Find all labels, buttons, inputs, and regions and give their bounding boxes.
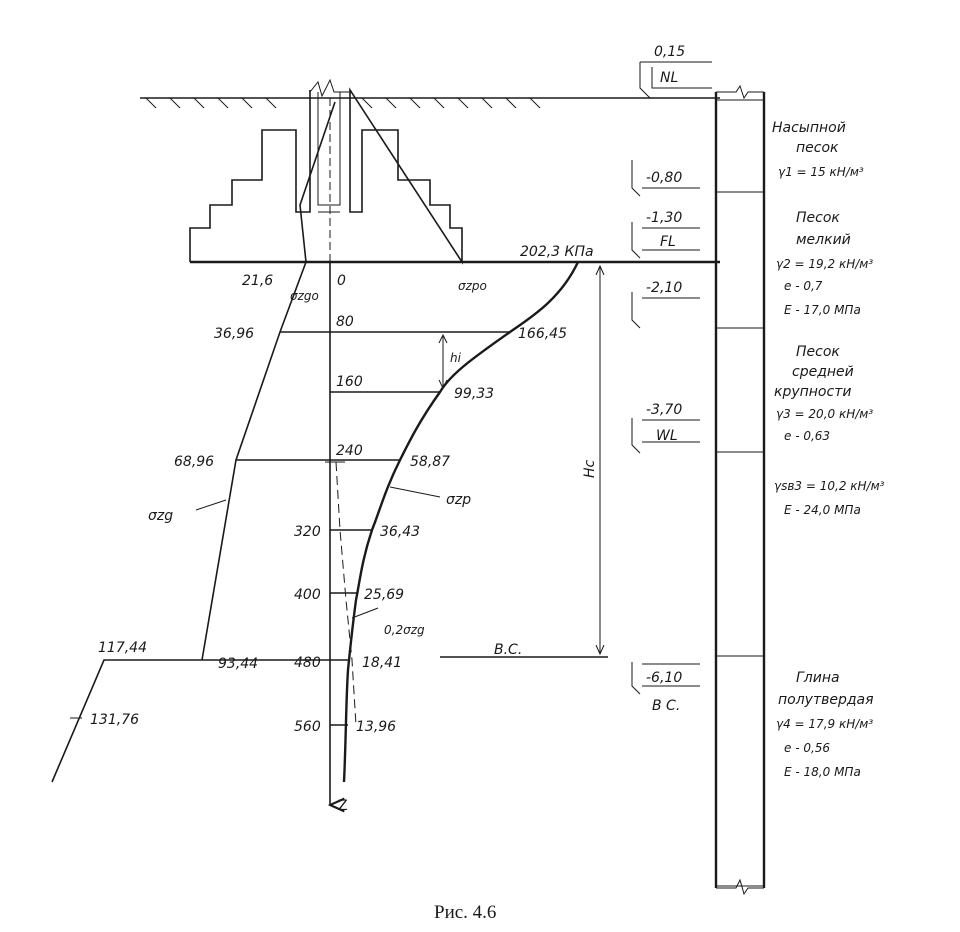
layer-text: e - 0,63 xyxy=(784,429,830,443)
layer-text: E - 17,0 МПа xyxy=(784,303,861,317)
layer-text: песок xyxy=(796,140,839,156)
layer-text: γsв3 = 10,2 кН/м³ xyxy=(774,479,885,493)
layer-text: γ4 = 17,9 кН/м³ xyxy=(776,717,873,731)
elevation-fl-tag: FL xyxy=(660,234,676,250)
layer-clay: Глина полутвердая γ4 = 17,9 кН/м³ e - 0,… xyxy=(776,670,874,779)
layer-text: мелкий xyxy=(796,232,851,248)
layer-text: γ1 = 15 кН/м³ xyxy=(778,165,864,179)
elevation-wl-tag: WL xyxy=(656,428,678,444)
depth-lines xyxy=(202,331,608,726)
zp-value: 25,69 xyxy=(364,587,404,603)
layer-text: полутвердая xyxy=(778,692,874,708)
ground-surface xyxy=(140,97,720,109)
layer-text: Песок xyxy=(796,210,840,226)
zp-value: 36,43 xyxy=(380,524,420,540)
elevation-value: -1,30 xyxy=(646,210,682,226)
axis-z-label: Z xyxy=(338,798,348,814)
depth-label: 80 xyxy=(336,314,354,330)
layer-text: Насыпной xyxy=(772,120,846,136)
zg-value: 68,96 xyxy=(174,454,214,470)
zero-label: 0 xyxy=(337,273,346,289)
hc-dimension xyxy=(595,264,605,656)
depth-label: 240 xyxy=(336,443,363,459)
zg-value: 93,44 xyxy=(218,656,258,672)
depth-label: 560 xyxy=(294,719,321,735)
zp-value: 58,87 xyxy=(410,454,450,470)
soil-layer-descriptions: Насыпной песок γ1 = 15 кН/м³ Песок мелки… xyxy=(772,120,885,779)
zp-value: 18,41 xyxy=(362,655,402,671)
depth-labels: 80 160 240 320 400 480 560 xyxy=(294,314,363,735)
layer-text: E - 18,0 МПа xyxy=(784,765,861,779)
layer-saturated-sand: γsв3 = 10,2 кН/м³ E - 24,0 МПа xyxy=(774,479,885,517)
layer-fill-sand: Насыпной песок γ1 = 15 кН/м³ xyxy=(772,120,864,179)
zg-value-labels: 36,96 68,96 117,44 93,44 131,76 xyxy=(70,326,258,728)
depth-label: 320 xyxy=(294,524,321,540)
elevation-value: -0,80 xyxy=(646,170,682,186)
diagram-labels: 202,3 КПа 21,6 0 σzgo σzpo σzg σzp 0,2σz… xyxy=(148,244,598,814)
layer-text: γ3 = 20,0 кН/м³ xyxy=(776,407,873,421)
stepped-foundation xyxy=(189,78,720,265)
hi-label: hi xyxy=(450,351,462,365)
elevation-bc-tag: B C. xyxy=(652,698,680,714)
zg-top-value: 21,6 xyxy=(242,273,273,289)
elevation-nl-tag: NL xyxy=(660,70,678,86)
hc-label: Hc xyxy=(582,459,598,478)
layer-text: γ2 = 19,2 кН/м³ xyxy=(776,257,873,271)
layer-text: E - 24,0 МПа xyxy=(784,503,861,517)
elevation-labels: 0,15 NL -0,80 -1,30 FL -2,10 -3,70 WL -6… xyxy=(646,44,685,714)
layer-text: e - 0,56 xyxy=(784,741,830,755)
sigma-zgo-label: σzgo xyxy=(290,289,319,303)
zp-value: 166,45 xyxy=(518,326,567,342)
layer-text: e - 0,7 xyxy=(784,279,823,293)
figure-caption: Рис. 4.6 xyxy=(434,902,496,923)
soil-column xyxy=(714,84,766,896)
zp-value-labels: 166,45 99,33 58,87 36,43 25,69 18,41 13,… xyxy=(356,326,567,735)
elevation-nl-value: 0,15 xyxy=(654,44,685,60)
zg-value: 131,76 xyxy=(90,712,139,728)
zp-value: 13,96 xyxy=(356,719,396,735)
layer-fine-sand: Песок мелкий γ2 = 19,2 кН/м³ e - 0,7 E -… xyxy=(776,210,873,317)
layer-text: Глина xyxy=(796,670,840,686)
sigma-zg-label: σzg xyxy=(148,508,173,524)
layer-medium-sand: Песок средней крупности γ3 = 20,0 кН/м³ … xyxy=(774,344,873,443)
sigma-zp-label: σzp xyxy=(446,492,471,508)
sigma-zpo-label: σzpo xyxy=(458,279,487,293)
layer-text: крупности xyxy=(774,384,851,400)
elevation-value: -3,70 xyxy=(646,402,682,418)
elevation-value: -2,10 xyxy=(646,280,682,296)
sigma-zg-curve xyxy=(51,101,336,783)
hi-dimension xyxy=(438,333,448,390)
point-two-sigma-zg-line xyxy=(335,461,379,726)
layer-text: Песок xyxy=(796,344,840,360)
zp-value: 99,33 xyxy=(454,386,494,402)
point-two-sigma-zg-label: 0,2σzg xyxy=(384,623,425,637)
depth-label: 160 xyxy=(336,374,363,390)
bc-line-label: B.C. xyxy=(494,642,522,658)
zg-value: 117,44 xyxy=(98,640,147,656)
layer-text: средней xyxy=(792,364,854,380)
zg-value: 36,96 xyxy=(214,326,254,342)
top-pressure-label: 202,3 КПа xyxy=(520,244,594,260)
elevation-markers xyxy=(631,61,712,695)
depth-label: 400 xyxy=(294,587,321,603)
depth-label: 480 xyxy=(294,655,321,671)
elevation-value: -6,10 xyxy=(646,670,682,686)
